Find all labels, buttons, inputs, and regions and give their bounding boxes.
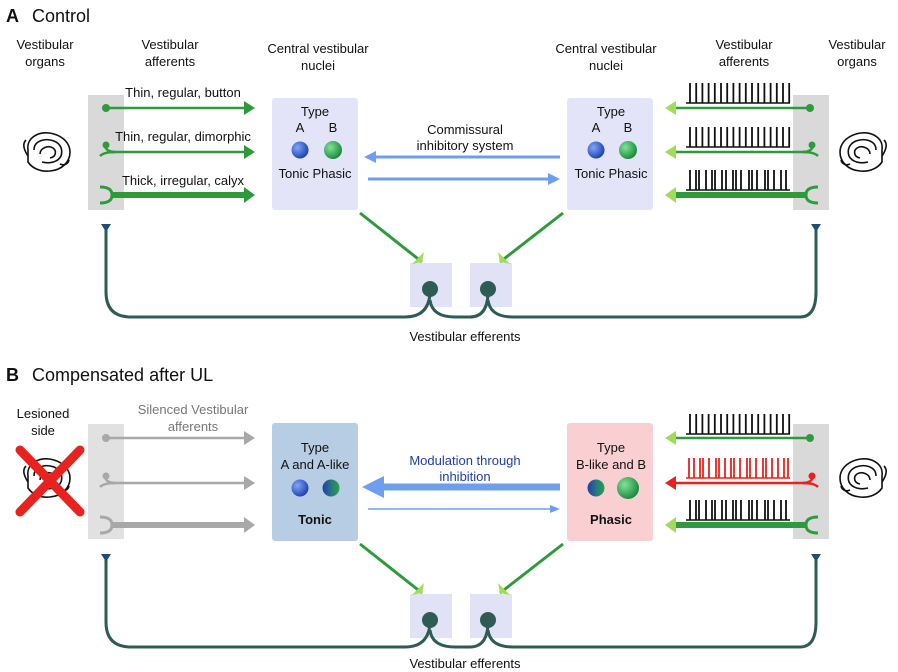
left-type-a-neuron bbox=[291, 141, 309, 159]
right-type-b-neuron bbox=[619, 141, 637, 159]
right-nuclei-label-1: Central vestibular bbox=[555, 41, 657, 56]
left-organs-label-2: organs bbox=[25, 54, 65, 69]
silenced-afferents bbox=[99, 431, 255, 535]
right-nuclei-label-2: nuclei bbox=[589, 58, 623, 73]
right-box-tonic-phasic: Tonic Phasic bbox=[575, 166, 648, 181]
right-box-a: A bbox=[592, 120, 601, 135]
panel-a-title: Control bbox=[32, 6, 90, 26]
right-type-a-neuron bbox=[587, 141, 605, 159]
panel-a: A Control Vestibular organs Vestibular a… bbox=[6, 6, 887, 344]
left-type-a-like-neuron bbox=[322, 479, 340, 497]
right-phasic-type: Type bbox=[597, 440, 625, 455]
modulation-label-2: inhibition bbox=[439, 469, 490, 484]
left-tonic-subtype: A and A-like bbox=[281, 457, 350, 472]
panel-a-letter: A bbox=[6, 6, 19, 26]
right-afferents bbox=[665, 101, 819, 205]
afferent-type-button: Thin, regular, button bbox=[125, 85, 241, 100]
panel-b-letter: B bbox=[6, 365, 19, 385]
right-box-b: B bbox=[624, 120, 633, 135]
right-type-b-neuron-b bbox=[617, 477, 639, 499]
right-organs-label-2: organs bbox=[837, 54, 877, 69]
right-spike-trains-b bbox=[686, 414, 791, 521]
right-nuclei-box bbox=[567, 98, 653, 210]
efferents-label-a: Vestibular efferents bbox=[409, 329, 521, 344]
panel-b-title: Compensated after UL bbox=[32, 365, 213, 385]
afferent-type-dimorphic: Thin, regular, dimorphic bbox=[115, 129, 251, 144]
left-box-b: B bbox=[329, 120, 338, 135]
left-box-a: A bbox=[296, 120, 305, 135]
left-type-a-neuron-b bbox=[291, 479, 309, 497]
left-nuclei-box bbox=[272, 98, 358, 210]
left-afferents-label-1: Vestibular bbox=[141, 37, 199, 52]
commissural-arrows bbox=[364, 151, 560, 185]
commissural-label-2: inhibitory system bbox=[417, 138, 514, 153]
left-afferents bbox=[99, 101, 255, 205]
left-nuclei-label-1: Central vestibular bbox=[267, 41, 369, 56]
right-box-type: Type bbox=[597, 104, 625, 119]
lesioned-label-2: side bbox=[31, 423, 55, 438]
left-organs-label-1: Vestibular bbox=[16, 37, 74, 52]
efferent-system-b bbox=[101, 542, 821, 649]
right-type-b-like-neuron bbox=[587, 479, 605, 497]
right-phasic-subtype: B-like and B bbox=[576, 457, 646, 472]
modulation-label-1: Modulation through bbox=[409, 453, 520, 468]
left-tonic-box bbox=[272, 423, 358, 541]
right-spike-trains bbox=[686, 83, 791, 191]
left-box-tonic-phasic: Tonic Phasic bbox=[279, 166, 352, 181]
commissural-label-1: Commissural bbox=[427, 122, 503, 137]
right-phasic-box bbox=[567, 423, 653, 541]
left-tonic-label: Tonic bbox=[298, 512, 332, 527]
right-inner-ear-icon bbox=[839, 131, 887, 172]
left-type-b-neuron bbox=[324, 141, 342, 159]
right-phasic-label: Phasic bbox=[590, 512, 632, 527]
afferent-type-calyx: Thick, irregular, calyx bbox=[122, 173, 245, 188]
silenced-label-1: Silenced Vestibular bbox=[138, 402, 249, 417]
left-box-type: Type bbox=[301, 104, 329, 119]
lesion-cross-icon bbox=[15, 445, 85, 517]
lesioned-hair-cell-strip bbox=[88, 424, 124, 539]
left-inner-ear-icon bbox=[23, 131, 71, 172]
modulation-arrows bbox=[362, 476, 560, 513]
efferents-label-b: Vestibular efferents bbox=[409, 656, 521, 671]
right-afferents-b bbox=[665, 431, 819, 535]
left-nuclei-label-2: nuclei bbox=[301, 58, 335, 73]
right-afferents-label-2: afferents bbox=[719, 54, 770, 69]
lesioned-label-1: Lesioned bbox=[17, 406, 70, 421]
right-afferents-label-1: Vestibular bbox=[715, 37, 773, 52]
silenced-label-2: afferents bbox=[168, 419, 219, 434]
left-tonic-type: Type bbox=[301, 440, 329, 455]
efferent-system-a bbox=[101, 211, 821, 319]
panel-b: B Compensated after UL Lesioned side Sil… bbox=[6, 365, 887, 671]
right-inner-ear-icon-b bbox=[839, 457, 887, 498]
left-afferents-label-2: afferents bbox=[145, 54, 196, 69]
right-organs-label-1: Vestibular bbox=[828, 37, 886, 52]
